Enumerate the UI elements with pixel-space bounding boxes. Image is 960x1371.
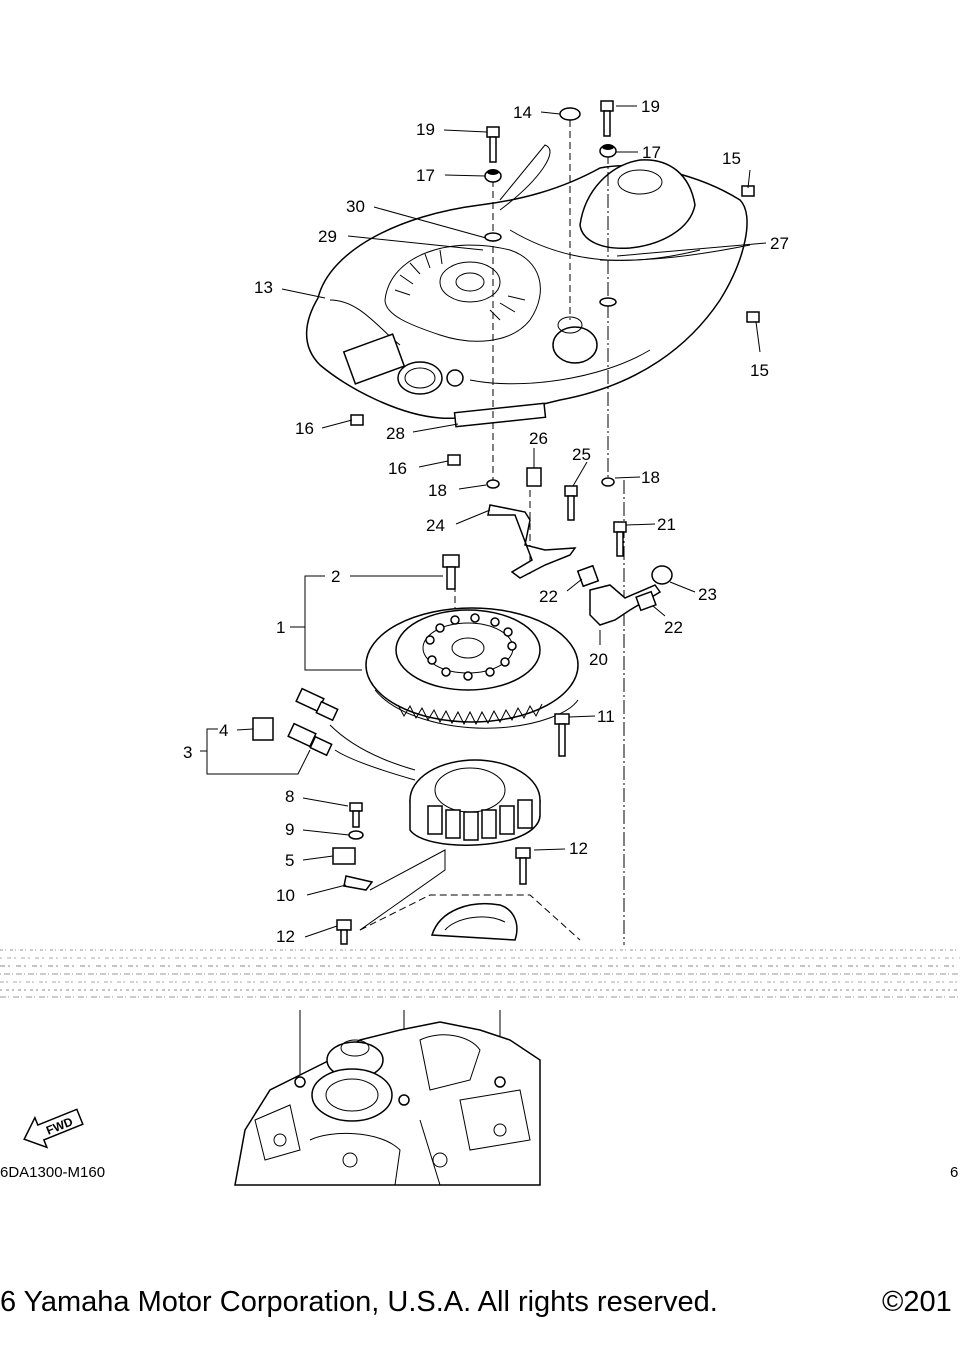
callout-14: 14 [513, 103, 532, 122]
grommet-15-side [746, 311, 760, 323]
stator-assembly [329, 724, 541, 846]
callout-13: 13 [254, 278, 273, 297]
wire-connector-upper [295, 687, 339, 722]
collar-18-left [486, 479, 500, 489]
copyright-footer: 6 Yamaha Motor Corporation, U.S.A. All r… [0, 1286, 718, 1318]
callout-16-left: 16 [295, 419, 314, 438]
pulser-coil-5 [332, 847, 356, 865]
flywheel-cover [305, 144, 751, 428]
callout-labels: 14 19 19 17 17 15 15 30 29 27 13 16 16 2… [183, 97, 789, 946]
callout-11: 11 [597, 707, 615, 726]
bracket-24 [487, 504, 577, 579]
bolt-25 [564, 485, 578, 521]
bolt-19-right [600, 100, 614, 137]
bolt-12-right [515, 847, 531, 885]
plate-10 [343, 875, 374, 891]
grommet-17-right [599, 144, 617, 158]
diagram-code-right: 6 [950, 1164, 959, 1181]
diagram-code-left: 6DA1300-M160 [0, 1164, 106, 1181]
wire-connector-lower [287, 722, 333, 757]
callout-22-left: 22 [539, 587, 558, 606]
callout-28: 28 [386, 424, 405, 443]
collar-18-right [601, 477, 615, 487]
collar-29 [599, 297, 617, 307]
fwd-arrow: FWD [23, 1108, 84, 1149]
callout-26: 26 [529, 429, 548, 448]
callout-27: 27 [770, 234, 789, 253]
bolt-12-left [336, 919, 352, 945]
callout-15-side: 15 [750, 361, 769, 380]
callout-12-right: 12 [569, 839, 588, 858]
washer-9 [348, 830, 364, 840]
leader-lines [200, 105, 767, 938]
stator-housing [430, 903, 518, 941]
callout-22-right: 22 [664, 618, 683, 637]
grommet-17-left [484, 169, 502, 183]
callout-10: 10 [276, 886, 295, 905]
callout-18-left: 18 [428, 481, 447, 500]
callout-4: 4 [219, 721, 228, 740]
callout-12-left: 12 [276, 927, 295, 946]
callout-30: 30 [346, 197, 365, 216]
callout-25: 25 [572, 445, 591, 464]
clip-26 [526, 467, 542, 487]
callout-21: 21 [657, 515, 676, 534]
clip-22-right [635, 590, 657, 612]
callout-5: 5 [285, 851, 294, 870]
callout-29: 29 [318, 227, 337, 246]
callout-19-right: 19 [641, 97, 660, 116]
bolt-8 [349, 802, 363, 828]
scan-noise-band [0, 946, 960, 1000]
engine-block [234, 1010, 541, 1186]
clip-22-left [576, 564, 600, 588]
copyright-year: ©201 [882, 1286, 952, 1318]
callout-16-lower: 16 [388, 459, 407, 478]
cap-14 [559, 107, 581, 121]
bolt-19-left [486, 126, 500, 163]
flywheel [365, 607, 579, 729]
leader-frame [359, 849, 446, 931]
bolt-11 [554, 713, 570, 757]
callout-18-right: 18 [641, 468, 660, 487]
clip-23 [651, 565, 673, 585]
callout-8: 8 [285, 787, 294, 806]
callout-3: 3 [183, 743, 192, 762]
grommet-16a [350, 414, 364, 426]
callout-9: 9 [285, 820, 294, 839]
mount-outline [359, 894, 581, 941]
callout-23: 23 [698, 585, 717, 604]
callout-17-left: 17 [416, 166, 435, 185]
callout-17-right: 17 [642, 143, 661, 162]
callout-19-left: 19 [416, 120, 435, 139]
callout-1: 1 [276, 618, 285, 637]
bolt-2 [442, 554, 460, 590]
bolt-21 [613, 521, 627, 557]
callout-15-top: 15 [722, 149, 741, 168]
callout-20: 20 [589, 650, 608, 669]
collar-30 [484, 232, 502, 242]
callout-2: 2 [331, 567, 340, 586]
clamp-4 [252, 717, 274, 741]
grommet-16b [447, 454, 461, 466]
callout-24: 24 [426, 516, 445, 535]
